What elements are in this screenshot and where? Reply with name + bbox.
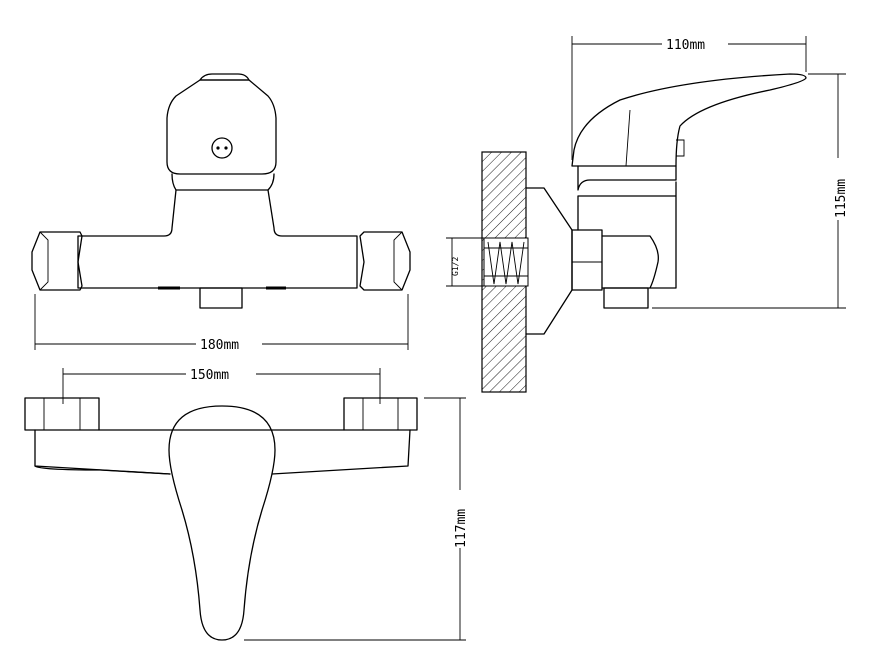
side-lever-handle xyxy=(571,73,807,167)
top-lever-handle xyxy=(168,405,276,641)
top-right-nut xyxy=(343,397,418,431)
dimension-height-115: 115mm xyxy=(652,73,849,309)
side-view: G1/2 110mm 115mm xyxy=(446,36,849,393)
dimension-projection-110: 110mm xyxy=(571,36,807,160)
top-body-bar xyxy=(34,429,411,475)
side-outlet xyxy=(603,287,649,309)
projection-label: 110mm xyxy=(666,38,705,53)
thread-label: G1/2 xyxy=(451,257,460,276)
side-rosette xyxy=(525,187,573,335)
side-connector-nut xyxy=(571,229,603,291)
dimension-width-180: 180mm xyxy=(34,294,409,353)
top-view: 150mm xyxy=(24,368,418,641)
front-valve-body xyxy=(77,189,358,289)
front-left-hex-nut xyxy=(31,231,83,291)
top-left-nut xyxy=(24,397,100,431)
front-view xyxy=(31,73,411,309)
side-body xyxy=(577,181,677,289)
front-neck xyxy=(171,173,275,191)
front-handle-body xyxy=(166,79,277,175)
depth-label: 117mm xyxy=(454,509,469,548)
front-handle-cap xyxy=(199,73,250,81)
front-right-hex-nut xyxy=(359,231,411,291)
dimension-centers-150: 150mm xyxy=(62,368,381,404)
side-arm xyxy=(601,235,659,289)
front-spout-outlet xyxy=(199,287,243,309)
width-label: 180mm xyxy=(200,338,239,353)
handle-screw-cover xyxy=(211,137,233,159)
dimension-depth-117: 117mm xyxy=(244,397,469,641)
centers-label: 150mm xyxy=(190,368,229,383)
height-label: 115mm xyxy=(834,179,849,218)
